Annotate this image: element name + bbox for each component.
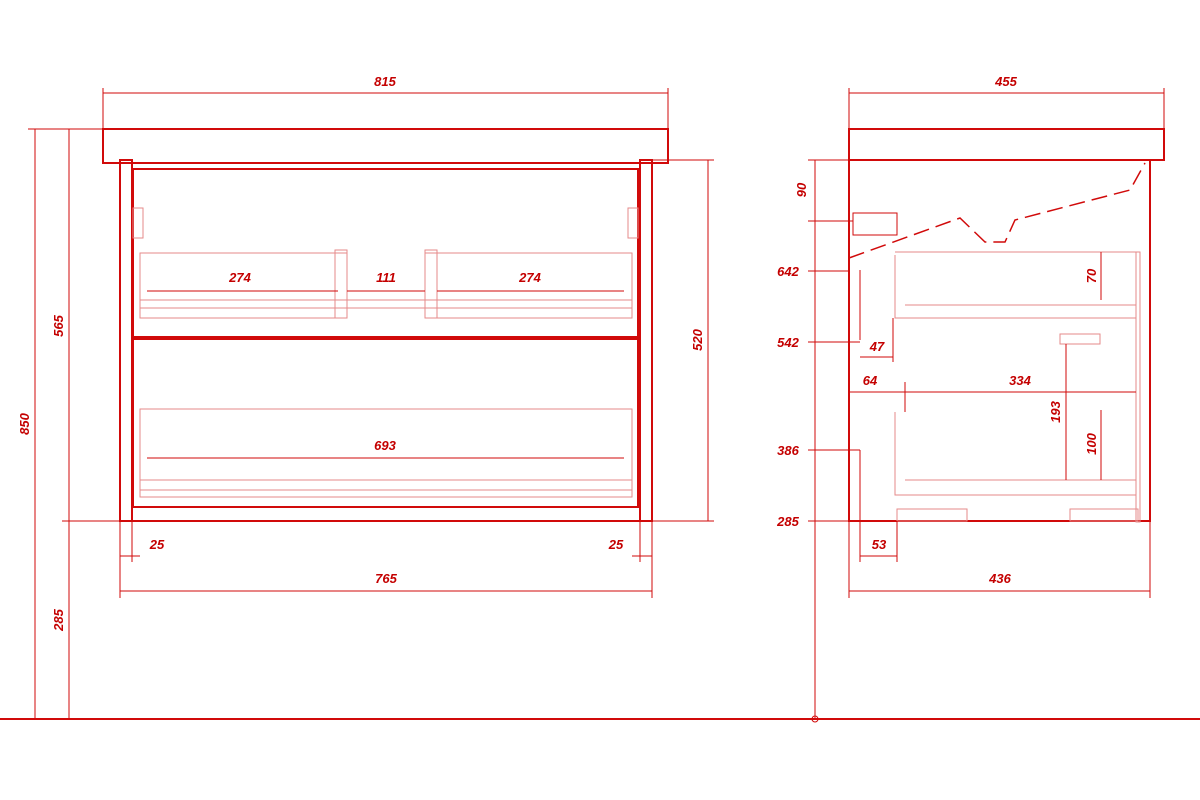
dim-334-label: 334	[1009, 373, 1031, 388]
level-285-label: 285	[776, 514, 799, 529]
side-back-rail	[1135, 251, 1141, 523]
level-386-label: 386	[777, 443, 799, 458]
dim-815-label: 815	[374, 74, 396, 89]
front-lower-drawer	[132, 338, 639, 508]
dim-455-label: 455	[994, 74, 1017, 89]
basin-outline	[848, 162, 1146, 259]
dim-70-label: 70	[1084, 268, 1099, 283]
side-upper-drawer	[894, 255, 1136, 319]
front-view: 815 850 565 285 520 274 111 274 693 25	[17, 74, 714, 719]
upper-drawer-post-b	[424, 249, 438, 319]
dim-47-label: 47	[869, 339, 885, 354]
side-foot-front	[896, 508, 968, 522]
dim-765-label: 765	[375, 571, 397, 586]
front-upper-drawer	[132, 168, 639, 338]
lower-drawer-box	[139, 408, 633, 498]
dim-436-label: 436	[988, 571, 1011, 586]
dim-274-left-label: 274	[228, 270, 251, 285]
dim-274-right-label: 274	[518, 270, 541, 285]
dim-285-label: 285	[51, 608, 66, 631]
side-lower-drawer	[894, 412, 1136, 496]
dim-850-label: 850	[17, 412, 32, 434]
dim-25-left-label: 25	[149, 537, 165, 552]
dim-25-right-label: 25	[608, 537, 624, 552]
dim-565-label: 565	[51, 314, 66, 336]
dim-100-label: 100	[1084, 432, 1099, 454]
side-foot-back	[1069, 508, 1139, 522]
dim-693-label: 693	[374, 438, 396, 453]
dim-90-label: 90	[794, 182, 809, 197]
upper-drawer-post-a	[334, 249, 348, 319]
dim-53-label: 53	[872, 537, 887, 552]
side-view: 455 90 642 542 386 285 70 47 64 334 193	[776, 74, 1165, 719]
side-body-outline	[848, 160, 1151, 522]
level-542-label: 542	[777, 335, 799, 350]
hinge-right	[627, 207, 639, 239]
level-642-label: 642	[777, 264, 799, 279]
front-countertop	[102, 128, 669, 164]
siphon-box	[852, 212, 898, 236]
dim-64-label: 64	[863, 373, 878, 388]
front-right-side-panel	[639, 159, 653, 522]
side-countertop	[848, 128, 1165, 161]
side-drawer-handle	[1059, 333, 1101, 345]
front-left-side-panel	[119, 159, 133, 522]
dim-111-label: 111	[376, 270, 396, 285]
hinge-left	[132, 207, 144, 239]
dim-193-label: 193	[1048, 400, 1063, 422]
dim-520-label: 520	[690, 328, 705, 350]
